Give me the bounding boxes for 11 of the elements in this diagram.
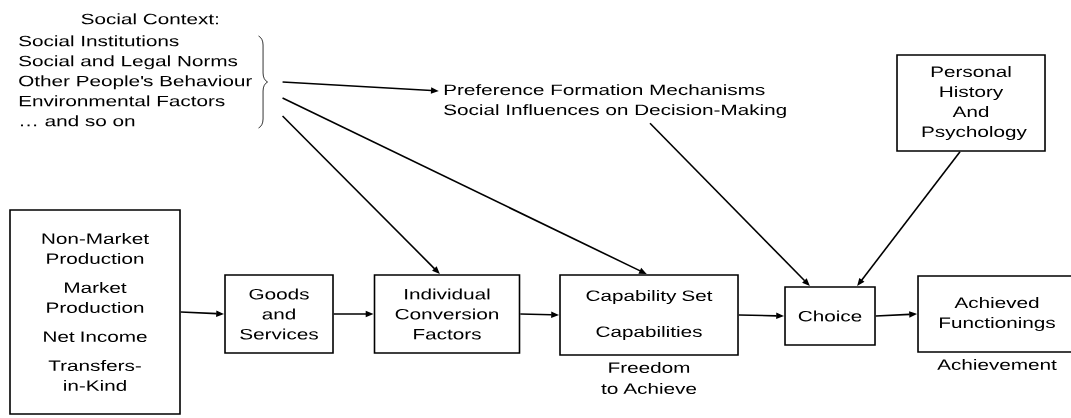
process-box: Capability Set Capabilities: [559, 274, 739, 356]
social-context-text: Social Context: Social Institutions Social and Legal Norms Other People's Behaviour Environmental Factors … and so on: [19, 13, 252, 127]
process-box: Individual Conversion Factors: [373, 274, 521, 354]
process-box: Personal History And Psychology: [896, 54, 1046, 152]
process-box: Non-Market Production Market Production Net Income Transfers-in-Kind: [9, 209, 181, 415]
caption-text: Achievement: [937, 359, 1057, 370]
process-box: Achieved Functionings: [917, 275, 1071, 353]
mechanisms-text: Preference Formation Mechanisms Social Influences on Decision-Making: [444, 84, 786, 119]
process-box: Choice: [784, 286, 876, 346]
process-box: Goods and Services: [224, 274, 334, 354]
caption-text: Freedom to Achieve: [601, 362, 696, 394]
